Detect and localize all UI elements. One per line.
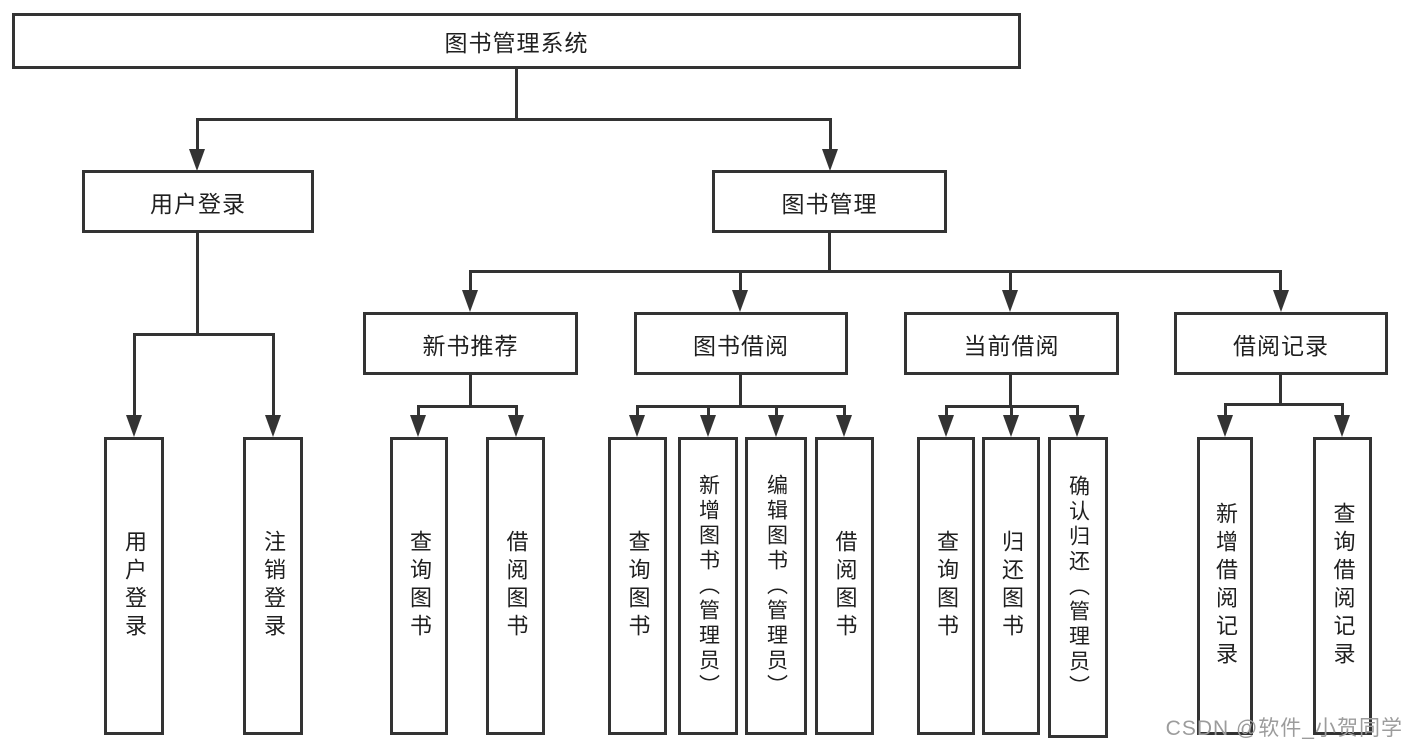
- arrowhead-down: [1217, 415, 1233, 437]
- csdn-watermark: CSDN @软件_小贺同学: [1165, 717, 1403, 740]
- node-borrow-records-label: 借阅记录: [1233, 332, 1329, 359]
- connector-line: [1224, 403, 1344, 406]
- arrowhead-down: [1002, 290, 1018, 312]
- connector-line: [739, 375, 742, 408]
- leaf-query-borrow-record: 查询借阅记录: [1313, 437, 1372, 735]
- leaf-confirm-return-admin-label: 确认归还（管理员）: [1066, 475, 1090, 700]
- arrowhead-down: [1069, 415, 1085, 437]
- connector-line: [196, 233, 199, 336]
- connector-line: [843, 405, 846, 418]
- node-user-login: 用户登录: [82, 170, 314, 233]
- connector-line: [1009, 270, 1012, 293]
- arrowhead-down: [189, 149, 205, 171]
- leaf-add-borrow-record: 新增借阅记录: [1197, 437, 1253, 735]
- node-book-borrowing-label: 图书借阅: [693, 332, 789, 359]
- arrowhead-down: [462, 290, 478, 312]
- leaf-confirm-return-admin: 确认归还（管理员）: [1048, 437, 1108, 738]
- node-book-management-label: 图书管理: [781, 190, 878, 217]
- node-user-login-label: 用户登录: [150, 190, 246, 217]
- connector-line: [1279, 375, 1282, 406]
- arrowhead-down: [822, 149, 838, 171]
- connector-line: [417, 405, 420, 418]
- connector-line: [1279, 270, 1282, 293]
- leaf-logout: 注销登录: [243, 437, 303, 735]
- leaf-borrow-books-recommend-label: 借阅图书: [503, 530, 529, 642]
- node-root-label: 图书管理系统: [444, 30, 589, 56]
- arrowhead-down: [1334, 415, 1350, 437]
- arrowhead-down: [836, 415, 852, 437]
- connector-line: [515, 68, 518, 121]
- arrowhead-down: [410, 415, 426, 437]
- connector-line: [196, 118, 832, 121]
- leaf-query-books-current: 查询图书: [917, 437, 975, 735]
- node-current-borrowing-label: 当前借阅: [963, 332, 1060, 359]
- connector-line: [196, 118, 199, 152]
- connector-line: [775, 405, 778, 418]
- leaf-query-borrow-record-label: 查询借阅记录: [1330, 502, 1356, 670]
- arrowhead-down: [732, 290, 748, 312]
- connector-line: [515, 405, 518, 418]
- connector-line: [469, 270, 472, 293]
- arrowhead-down: [265, 415, 281, 437]
- connector-line: [469, 270, 1282, 273]
- leaf-borrow-books-recommend: 借阅图书: [486, 437, 545, 735]
- leaf-user-login: 用户登录: [104, 437, 164, 735]
- leaf-add-book-admin: 新增图书（管理员）: [678, 437, 738, 735]
- leaf-return-book: 归还图书: [982, 437, 1040, 735]
- arrowhead-down: [1003, 415, 1019, 437]
- connector-line: [739, 270, 742, 293]
- leaf-query-books-borrowing: 查询图书: [608, 437, 667, 735]
- connector-line: [133, 333, 275, 336]
- leaf-edit-book-admin: 编辑图书（管理员）: [745, 437, 807, 735]
- arrowhead-down: [700, 415, 716, 437]
- connector-line: [1010, 405, 1013, 418]
- connector-line: [469, 375, 472, 408]
- connector-line: [707, 405, 710, 418]
- node-borrow-records: 借阅记录: [1174, 312, 1388, 375]
- connector-line: [636, 405, 639, 418]
- arrowhead-down: [768, 415, 784, 437]
- node-book-management: 图书管理: [712, 170, 947, 233]
- arrowhead-down: [126, 415, 142, 437]
- node-current-borrowing: 当前借阅: [904, 312, 1119, 375]
- leaf-borrow-books-borrowing-label: 借阅图书: [832, 530, 858, 642]
- arrowhead-down: [938, 415, 954, 437]
- connector-line: [1341, 403, 1344, 418]
- leaf-logout-label: 注销登录: [261, 530, 286, 642]
- leaf-add-borrow-record-label: 新增借阅记录: [1213, 502, 1238, 670]
- leaf-query-books-current-label: 查询图书: [934, 530, 959, 642]
- connector-line: [1224, 403, 1227, 418]
- leaf-add-book-admin-label: 新增图书（管理员）: [696, 473, 720, 699]
- leaf-edit-book-admin-label: 编辑图书（管理员）: [764, 473, 788, 699]
- connector-line: [417, 405, 518, 408]
- connector-line: [1076, 405, 1079, 418]
- leaf-return-book-label: 归还图书: [999, 530, 1024, 642]
- arrowhead-down: [508, 415, 524, 437]
- leaf-query-books-recommend: 查询图书: [390, 437, 448, 735]
- connector-line: [636, 405, 846, 408]
- node-book-borrowing: 图书借阅: [634, 312, 848, 375]
- connector-line: [133, 333, 136, 418]
- leaf-borrow-books-borrowing: 借阅图书: [815, 437, 874, 735]
- node-new-book-recommend-label: 新书推荐: [422, 332, 519, 359]
- node-new-book-recommend: 新书推荐: [363, 312, 578, 375]
- connector-line: [945, 405, 948, 418]
- leaf-user-login-label: 用户登录: [122, 530, 147, 642]
- arrowhead-down: [629, 415, 645, 437]
- connector-line: [829, 118, 832, 152]
- connector-line: [272, 333, 275, 418]
- connector-line: [1009, 375, 1012, 408]
- leaf-query-books-borrowing-label: 查询图书: [625, 530, 651, 642]
- connector-line: [828, 233, 831, 273]
- arrowhead-down: [1273, 290, 1289, 312]
- node-root: 图书管理系统: [12, 13, 1021, 69]
- leaf-query-books-recommend-label: 查询图书: [407, 530, 432, 642]
